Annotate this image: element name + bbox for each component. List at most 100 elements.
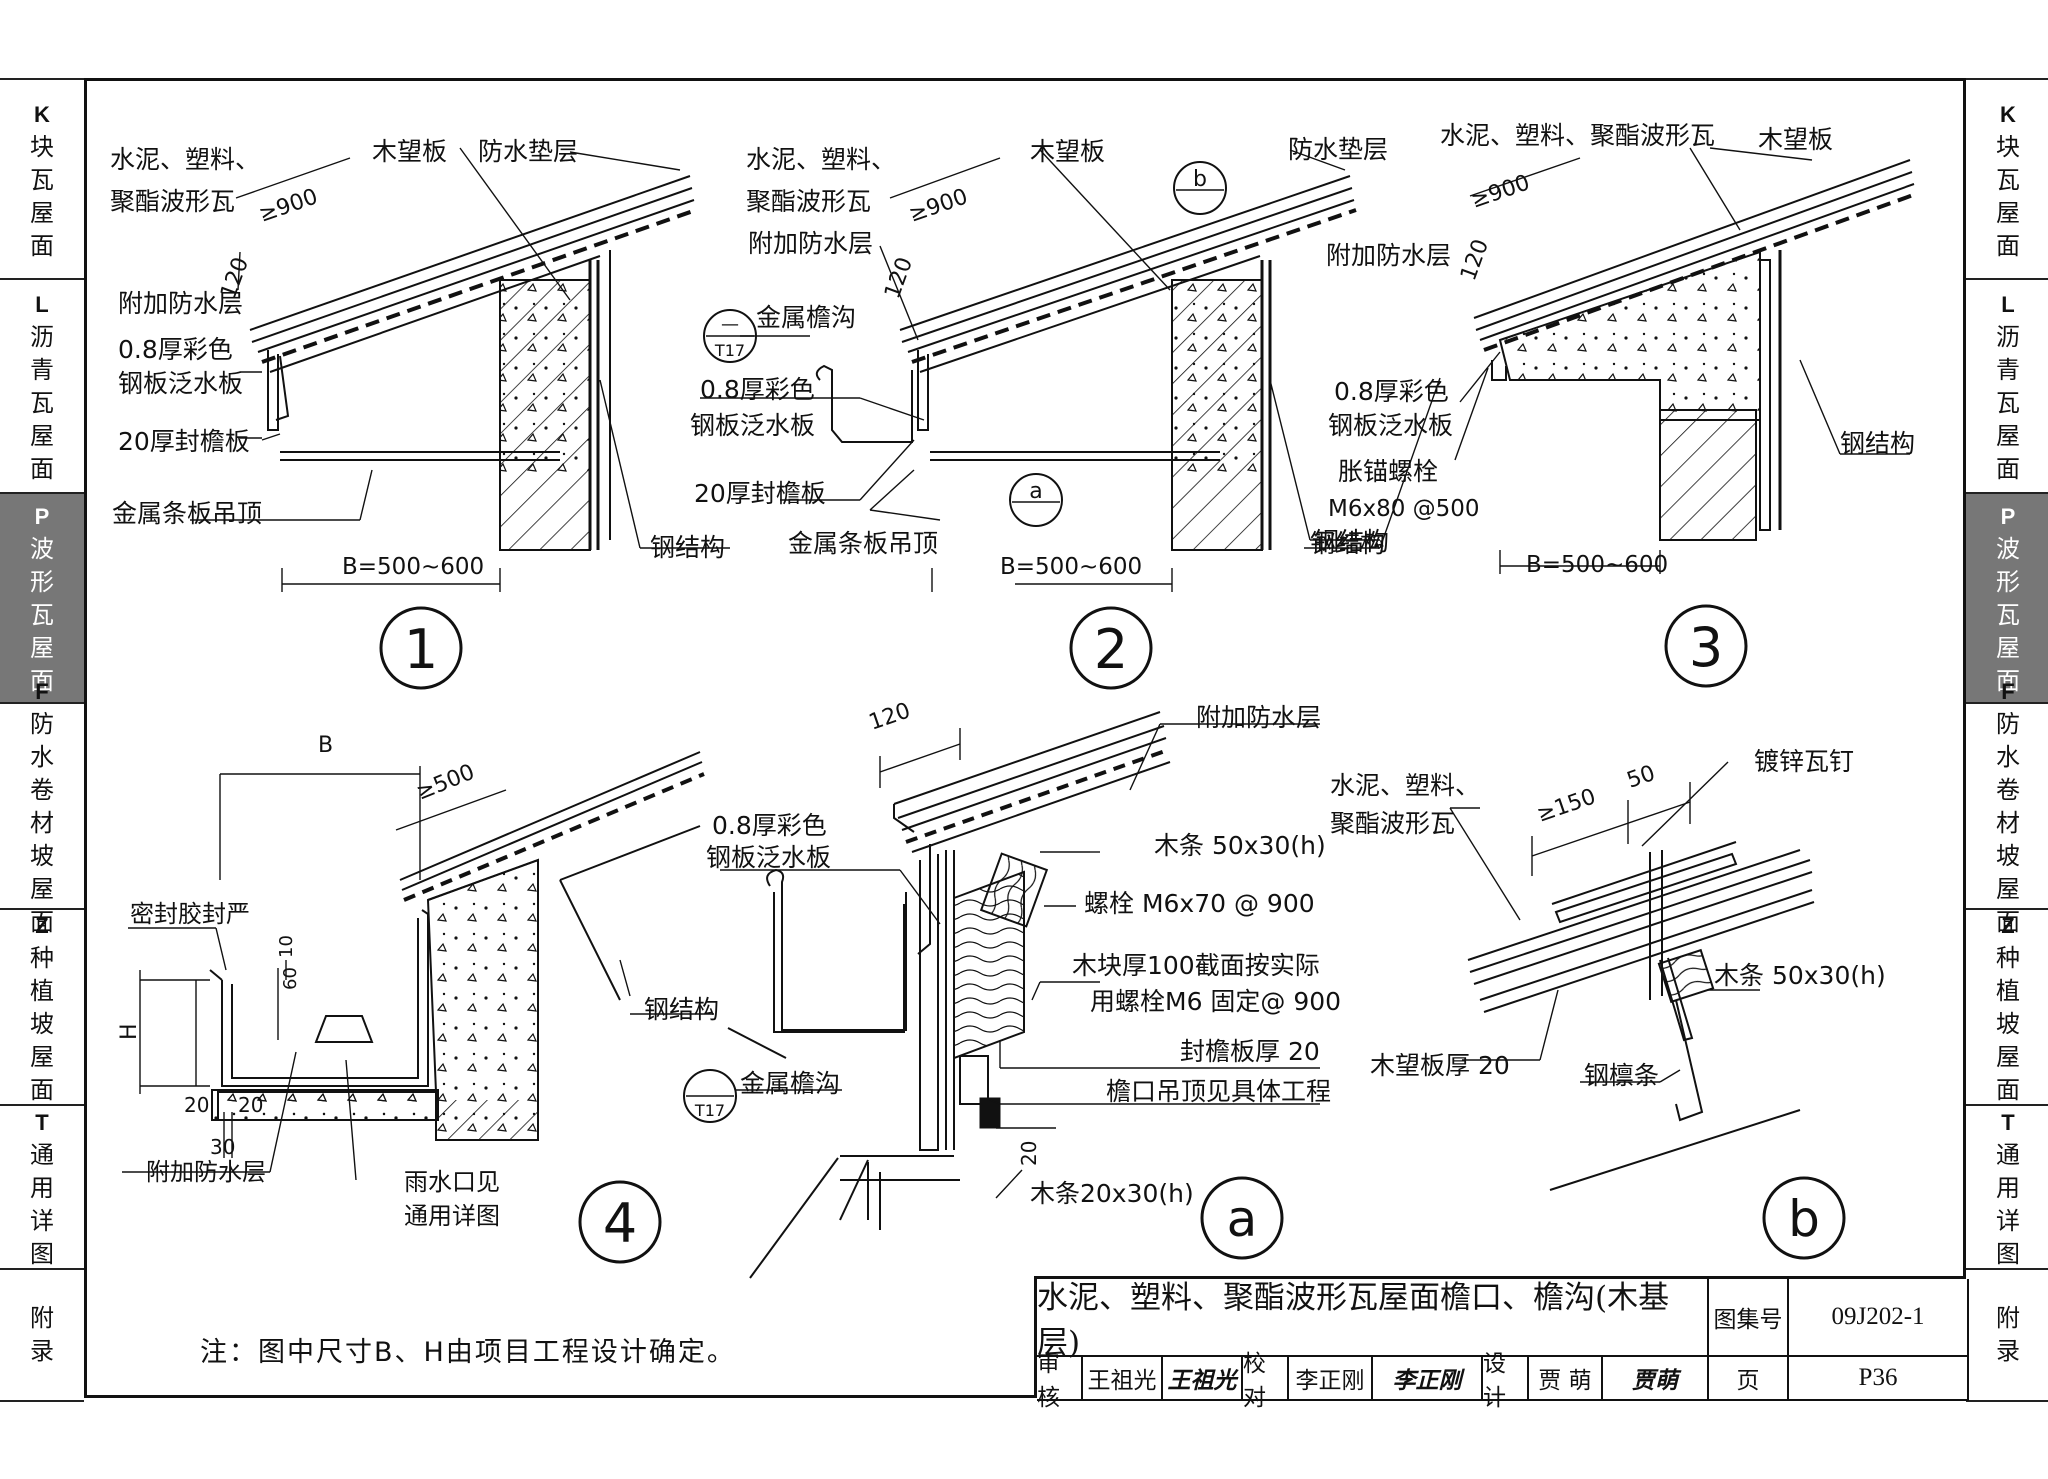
d4-dim-20b: 20 <box>238 1093 263 1117</box>
d4-dim-b: B <box>318 733 333 758</box>
d2-tile-label: 水泥、塑料、 <box>746 145 896 174</box>
db-dim-150: ≥150 <box>1534 784 1599 827</box>
da-flashing-label-2: 钢板泛水板 <box>706 843 831 872</box>
detail-3: 水泥、塑料、聚酯波形瓦 木望板 ≥900 120 附加防水层 0.8厚彩色 钢板… <box>1304 121 1917 688</box>
d3-dim-overlap: ≥900 <box>1468 170 1533 213</box>
atlas-number: 09J202-1 <box>1789 1279 1969 1357</box>
d4-steel-label: 钢结构 <box>644 995 719 1024</box>
da-batten-label: 木条 50x30(h) <box>1154 831 1326 860</box>
da-ref-t17-circle <box>683 1069 737 1123</box>
d4-dim-60: 60 <box>280 967 301 990</box>
d1-ceiling-label: 金属条板吊顶 <box>112 499 262 528</box>
nav-item-label: 种植坡屋面 <box>1996 944 2020 1104</box>
d1-board-label: 木望板 <box>372 137 447 166</box>
title-block: 水泥、塑料、聚酯波形瓦屋面檐口、檐沟(木基层) 图集号 09J202-1 审核 … <box>1034 1276 1969 1411</box>
d3-steel-label: 钢结构 <box>1314 527 1389 556</box>
da-fascia-label: 封檐板厚 20 <box>1180 1037 1320 1066</box>
d4-sealant-label: 密封胶封严 <box>130 900 250 928</box>
d3-extra-layer-label: 附加防水层 <box>1326 241 1451 270</box>
da-bolt-label: 螺栓 M6x70 @ 900 <box>1084 889 1315 918</box>
page-label: 页 <box>1709 1357 1789 1401</box>
d2-ref-t17: T17 <box>714 341 745 360</box>
d4-outlet-label-2: 通用详图 <box>404 1202 500 1230</box>
d2-ref-b: b <box>1193 167 1207 192</box>
d2-dim-b: B=500~600 <box>1000 554 1142 580</box>
drawing-title: 水泥、塑料、聚酯波形瓦屋面檐口、檐沟(木基层) <box>1037 1279 1709 1361</box>
nav-item-appendix[interactable]: 附录 <box>0 1268 84 1402</box>
db-number-circle <box>1762 1176 1846 1260</box>
d3-bolt-label: 胀锚螺栓 <box>1338 457 1438 486</box>
db-tile-label: 水泥、塑料、 <box>1330 771 1480 800</box>
d3-dim-b: B=500~600 <box>1526 552 1668 578</box>
d2-underlay-label: 防水垫层 <box>1288 135 1388 164</box>
d4-dim-h: H <box>117 1023 142 1040</box>
d3-bolt-spec: M6x80 @500 <box>1328 496 1480 522</box>
d1-extra-layer-label: 附加防水层 <box>118 289 243 318</box>
d3-flashing-label-2: 钢板泛水板 <box>1328 411 1453 440</box>
da-ref-t17: T17 <box>694 1101 725 1120</box>
detail-4: B ≥500 密封胶封严 60 10 H 20 20 30 附加防水层 雨水口见… <box>117 733 719 1264</box>
nav-item-label: 波形瓦屋面 <box>30 535 54 695</box>
drawing-note: 注：图中尺寸B、H由项目工程设计确定。 <box>200 1337 736 1368</box>
d2-flashing-label: 0.8厚彩色 <box>700 375 815 404</box>
design-name: 贾 萌 <box>1529 1357 1603 1401</box>
nav-item-appendix[interactable]: 附录 <box>1966 1268 2048 1402</box>
da-number: a <box>1227 1190 1258 1248</box>
db-number: b <box>1788 1190 1820 1248</box>
d4-outlet-label: 雨水口见 <box>404 1168 500 1196</box>
d1-underlay-label: 防水垫层 <box>478 137 578 166</box>
check-signature: 李正刚 <box>1373 1357 1483 1401</box>
d4-dim-20a: 20 <box>184 1093 209 1117</box>
atlas-label: 图集号 <box>1709 1279 1789 1357</box>
d2-ref-dash: — <box>721 314 739 335</box>
nav-item-label: 沥青瓦屋面 <box>1996 323 2020 483</box>
nav-item-label: 防水卷材坡屋面 <box>1996 710 2020 936</box>
detail-a: 120 附加防水层 0.8厚彩色 钢板泛水板 木条 50x30(h) 螺栓 M6… <box>683 698 1341 1279</box>
d2-extra-layer-label: 附加防水层 <box>748 229 873 258</box>
da-gutter-label: 金属檐沟 <box>740 1069 840 1098</box>
design-label: 设计 <box>1483 1351 1529 1411</box>
d1-number: 1 <box>404 618 438 681</box>
db-nail-label: 镀锌瓦钉 <box>1754 747 1854 776</box>
detail-2: 水泥、塑料、 聚酯波形瓦 木望板 防水垫层 ≥900 120 附加防水层 金属檐… <box>690 135 1388 690</box>
da-dim-20: 20 <box>1017 1141 1041 1166</box>
page-number: P36 <box>1789 1357 1969 1401</box>
da-extra-layer-label: 附加防水层 <box>1196 703 1321 732</box>
d4-dim-500: ≥500 <box>413 760 478 806</box>
d2-board-label: 木望板 <box>1030 137 1105 166</box>
d1-flashing-label: 0.8厚彩色 <box>118 335 233 364</box>
nav-item-label: 附录 <box>1996 1304 2020 1365</box>
review-name: 王祖光 <box>1083 1357 1163 1401</box>
nav-item-label: 块瓦屋面 <box>1996 132 2020 260</box>
d2-dim-overlap: ≥900 <box>906 184 971 227</box>
d4-dim-10: 10 <box>276 935 297 958</box>
d2-ref-t17-circle <box>703 309 757 363</box>
d3-number-circle <box>1664 604 1748 688</box>
d3-dim-120: 120 <box>1456 236 1494 284</box>
db-board-label: 木望板厚 20 <box>1370 1051 1510 1080</box>
d1-number-circle <box>379 606 463 690</box>
d3-tile-label: 水泥、塑料、聚酯波形瓦 <box>1440 121 1715 150</box>
da-number-circle <box>1200 1176 1284 1260</box>
d3-number: 3 <box>1689 616 1723 679</box>
d2-fascia-label: 20厚封檐板 <box>694 479 826 508</box>
nav-item-label: 防水卷材坡屋面 <box>30 710 54 936</box>
nav-item-label: 波形瓦屋面 <box>1996 535 2020 695</box>
d1-flashing-label-2: 钢板泛水板 <box>118 369 243 398</box>
d3-board-label: 木望板 <box>1758 125 1833 154</box>
review-signature: 王祖光 <box>1163 1357 1243 1401</box>
